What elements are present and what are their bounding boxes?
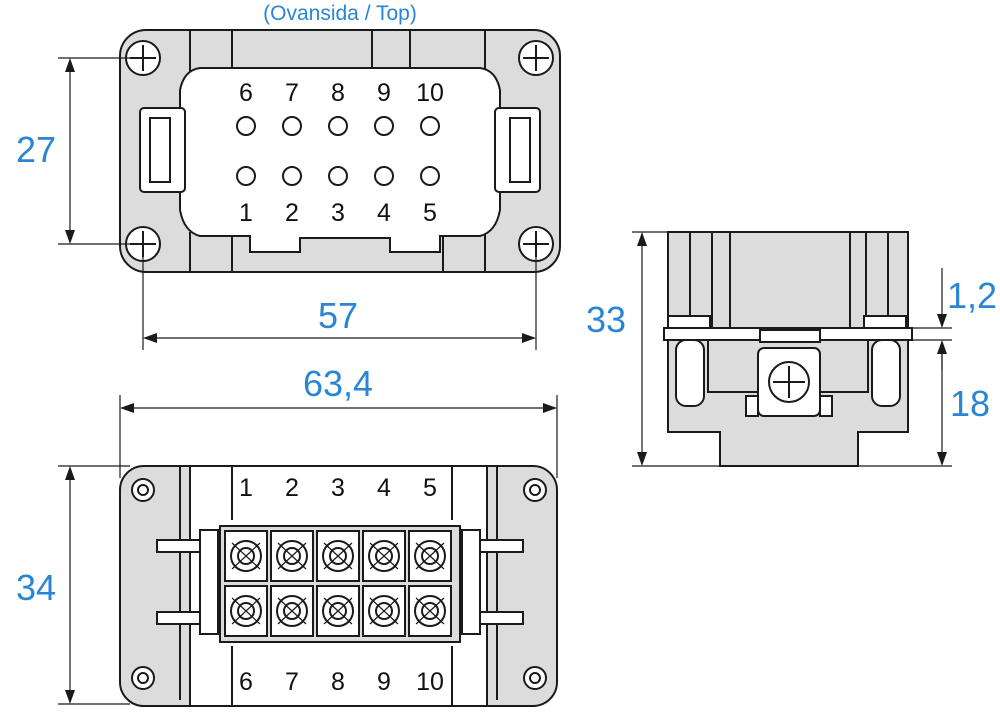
terminal [270, 530, 314, 582]
pin-label: 6 [239, 79, 253, 107]
top-view-insert [179, 67, 501, 253]
terminal-label: 1 [239, 474, 253, 502]
right-clamp [461, 529, 481, 635]
left-clamp [199, 529, 219, 635]
terminal-label: 6 [239, 668, 253, 696]
dimension-33: 33 [586, 231, 720, 467]
dimension-27: 27 [16, 57, 130, 245]
terminal-label: 3 [331, 474, 345, 502]
screw-top-left [125, 40, 161, 76]
screw-top-right [518, 40, 554, 76]
terminal [224, 585, 268, 637]
top-view-upper-ribs [189, 30, 486, 80]
dimension-label: 27 [16, 129, 56, 170]
pin-row-lower [236, 166, 440, 186]
pin-label: 4 [377, 199, 391, 227]
terminal [316, 585, 360, 637]
terminal-label: 7 [285, 668, 299, 696]
side-view-peg-left [745, 395, 759, 417]
mount-hole-top-left [131, 478, 155, 502]
view-caption: (Ovansida / Top) [263, 2, 417, 25]
terminal [316, 530, 360, 582]
pin-label: 1 [239, 199, 253, 227]
terminal-label: 8 [331, 668, 345, 696]
terminal-label: 9 [377, 668, 391, 696]
right-latch [494, 107, 541, 193]
terminal [408, 530, 452, 582]
side-view-peg-right [819, 395, 833, 417]
dimension-63-4: 63,4 [119, 363, 558, 478]
left-latch-detail [149, 117, 171, 183]
bottom-view-dividers [231, 466, 453, 706]
dimension-label: 1,2 [947, 275, 997, 316]
terminal [408, 585, 452, 637]
side-view-cable-cap [759, 329, 821, 343]
terminal-label: 2 [285, 474, 299, 502]
mount-hole-bottom-left [131, 666, 155, 690]
dimension-1-2: 1,2 [908, 268, 997, 370]
terminal [224, 530, 268, 582]
top-view: 6 7 8 9 10 1 2 3 4 5 [119, 29, 561, 273]
pin-label: 5 [423, 199, 437, 227]
left-latch [139, 107, 186, 193]
bottom-view-side-rails [179, 466, 498, 700]
dimension-label: 57 [318, 295, 358, 336]
terminal [362, 530, 406, 582]
dimension-label: 34 [16, 567, 56, 608]
dimension-label: 63,4 [303, 363, 373, 404]
right-latch-detail [509, 117, 531, 183]
side-view-screw [768, 361, 810, 403]
pin-row-upper [236, 116, 440, 136]
side-view-foot-left [675, 339, 705, 407]
pin-label: 2 [285, 199, 299, 227]
terminal-label: 4 [377, 474, 391, 502]
dimension-18: 18 [858, 344, 990, 467]
dimension-34: 34 [16, 465, 130, 705]
pin-label: 7 [285, 79, 299, 107]
side-view [663, 231, 913, 467]
pin-label: 8 [331, 79, 345, 107]
dimension-57: 57 [142, 244, 537, 350]
terminal [362, 585, 406, 637]
dimension-label: 33 [586, 299, 626, 340]
terminal [270, 585, 314, 637]
side-view-tab-right [863, 315, 907, 329]
side-view-foot-right [871, 339, 901, 407]
bottom-view: 1 2 3 4 5 6 7 8 9 10 [119, 465, 558, 707]
side-view-hood-ribs [689, 232, 889, 328]
mount-hole-top-right [523, 478, 547, 502]
pin-label: 9 [377, 79, 391, 107]
pin-label: 3 [331, 199, 345, 227]
top-view-lower-ribs [189, 232, 486, 272]
terminal-label: 5 [423, 474, 437, 502]
dimension-label: 18 [950, 383, 990, 424]
side-view-tab-left [667, 315, 711, 329]
side-view-hood [667, 231, 909, 329]
mount-hole-bottom-right [523, 666, 547, 690]
pin-label: 10 [416, 79, 444, 107]
terminal-label: 10 [416, 668, 444, 696]
